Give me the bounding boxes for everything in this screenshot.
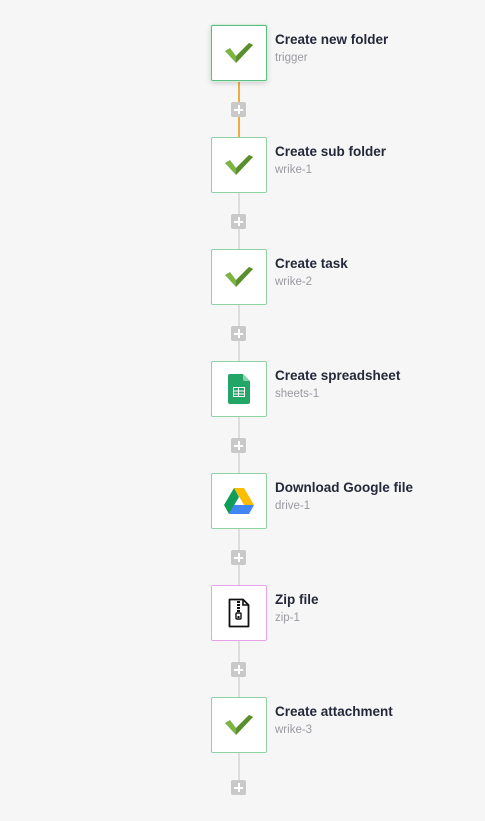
wrike-check-icon[interactable] [211,137,267,193]
connector-line [238,753,240,781]
step-subtitle: drive-1 [275,500,311,512]
step-title: Create attachment [275,704,393,719]
add-step-button[interactable] [231,214,246,229]
add-step-button[interactable] [231,326,246,341]
step-subtitle: wrike-2 [275,276,313,288]
workflow-step-create-attachment[interactable]: Create attachment wrike-3 [211,697,451,753]
step-title: Zip file [275,592,319,607]
workflow-step-create-task[interactable]: Create task wrike-2 [211,249,451,305]
step-title: Download Google file [275,480,413,495]
zip-file-icon[interactable] [211,585,267,641]
add-step-button[interactable] [231,662,246,677]
workflow-step-zip-file[interactable]: Zip file zip-1 [211,585,451,641]
google-sheets-icon[interactable] [211,361,267,417]
add-step-button[interactable] [231,550,246,565]
step-title: Create sub folder [275,144,387,159]
wrike-check-icon[interactable] [211,697,267,753]
step-title: Create new folder [275,32,389,47]
wrike-check-icon[interactable] [211,249,267,305]
workflow-step-download-google-file[interactable]: Download Google file drive-1 [211,473,451,529]
step-subtitle: trigger [275,52,308,64]
add-step-button[interactable] [231,780,246,795]
wrike-check-icon[interactable] [211,25,267,81]
add-step-button[interactable] [231,438,246,453]
add-step-button[interactable] [231,102,246,117]
workflow-step-create-sub-folder[interactable]: Create sub folder wrike-1 [211,137,451,193]
step-subtitle: sheets-1 [275,388,320,400]
workflow-step-create-new-folder[interactable]: Create new folder trigger [211,25,451,81]
step-title: Create task [275,256,348,271]
step-subtitle: wrike-3 [275,724,313,736]
step-title: Create spreadsheet [275,368,401,383]
step-subtitle: zip-1 [275,612,300,624]
workflow-step-create-spreadsheet[interactable]: Create spreadsheet sheets-1 [211,361,451,417]
google-drive-icon[interactable] [211,473,267,529]
step-subtitle: wrike-1 [275,164,313,176]
